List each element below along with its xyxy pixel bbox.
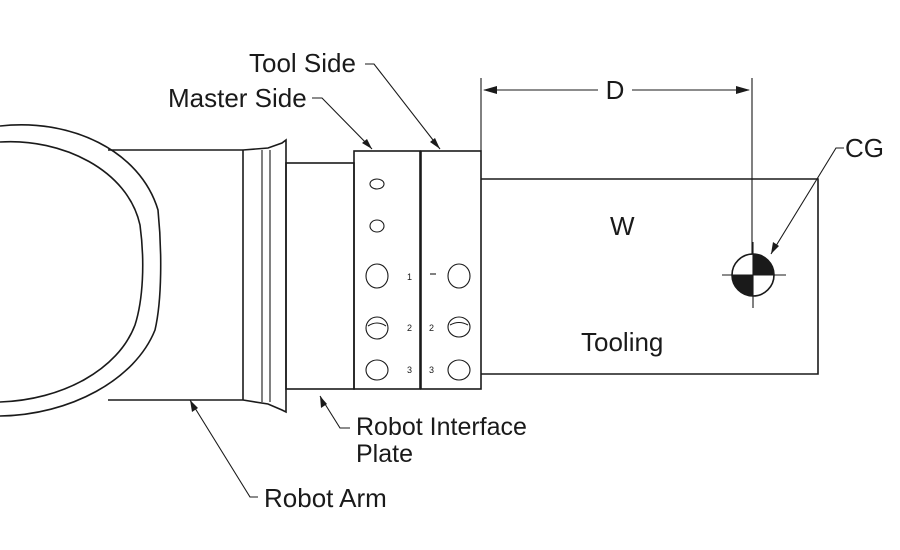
master-side-label: Master Side xyxy=(168,83,307,113)
master-hole-1 xyxy=(369,178,385,190)
robot-arm-leader xyxy=(189,399,258,498)
dimension-d: D xyxy=(480,75,753,275)
robot-interface-plate xyxy=(285,162,355,390)
tool-mark-2: 2 xyxy=(429,323,434,333)
tool-hole-2 xyxy=(447,316,471,338)
arrowhead-icon xyxy=(190,400,198,412)
tool-side-label: Tool Side xyxy=(249,48,356,78)
leader-lines xyxy=(189,63,844,498)
robot-arm xyxy=(0,124,244,417)
cg-symbol-icon xyxy=(722,242,786,308)
arrowhead-icon xyxy=(320,396,327,408)
cg-label: CG xyxy=(845,133,884,163)
robot-flange xyxy=(242,138,287,414)
weight-label: W xyxy=(610,211,635,241)
tool-mark-3: 3 xyxy=(429,365,434,375)
interface-plate-leader xyxy=(319,395,350,429)
master-hole-3 xyxy=(365,263,389,289)
arrowhead-right-icon xyxy=(736,86,750,94)
master-mark-2: 2 xyxy=(407,323,412,333)
dimension-label: D xyxy=(606,75,625,105)
tool-side-leader xyxy=(365,63,441,150)
master-side-plate: 1 2 3 xyxy=(353,150,421,390)
tool-hole-3 xyxy=(447,359,471,381)
master-hole-2 xyxy=(369,219,385,233)
master-side-leader xyxy=(312,97,373,150)
robot-arm-label: Robot Arm xyxy=(264,483,387,513)
master-mark-3: 3 xyxy=(407,365,412,375)
tooling-label: Tooling xyxy=(581,327,663,357)
master-hole-5 xyxy=(365,359,389,381)
robot-interface-plate-label-line1: Robot Interface xyxy=(356,413,527,441)
arrowhead-icon xyxy=(430,138,440,149)
tooling-block xyxy=(481,178,819,375)
master-mark-1: 1 xyxy=(407,272,412,282)
robot-interface-plate-label-line2: Plate xyxy=(356,440,413,468)
arrowhead-icon xyxy=(771,242,779,254)
cg-leader xyxy=(770,147,844,255)
master-hole-4 xyxy=(365,316,389,340)
arrowhead-icon xyxy=(362,139,372,149)
tool-hole-1 xyxy=(447,263,471,289)
arrowhead-left-icon xyxy=(483,86,497,94)
tool-side-plate: 2 3 xyxy=(420,150,482,390)
